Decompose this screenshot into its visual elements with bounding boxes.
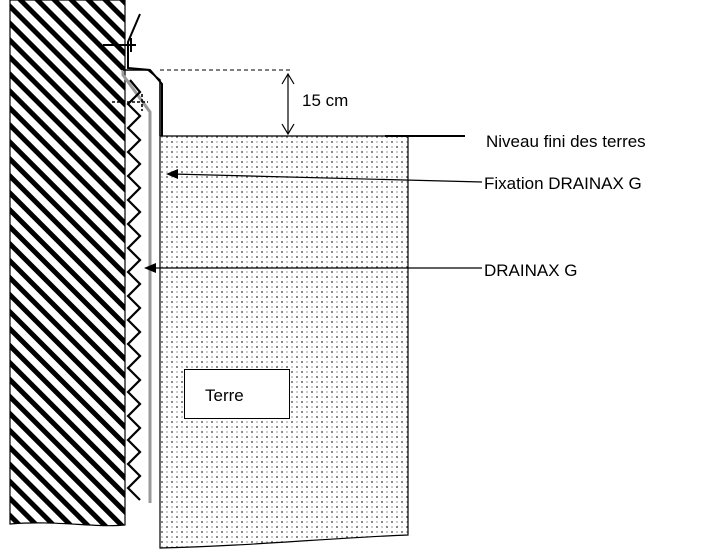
fixation-label: Fixation DRAINAX G <box>484 174 642 193</box>
drainax-membrane <box>121 70 152 503</box>
soil-label: Terre <box>205 386 244 405</box>
dimpled-membrane-zigzag <box>126 79 142 501</box>
soil-label-box <box>184 369 290 419</box>
ground-level-label: Niveau fini des terres <box>486 132 646 151</box>
soil-area <box>159 135 409 549</box>
fixation-profile <box>127 13 163 136</box>
drainax-label: DRAINAX G <box>484 261 578 280</box>
leader-drainax <box>144 263 482 273</box>
wall <box>9 0 126 527</box>
dimension-label: 15 cm <box>302 91 349 110</box>
fixation-screw-top <box>103 38 136 52</box>
dimension-arrow <box>281 72 295 136</box>
leader-fixation <box>166 169 483 183</box>
